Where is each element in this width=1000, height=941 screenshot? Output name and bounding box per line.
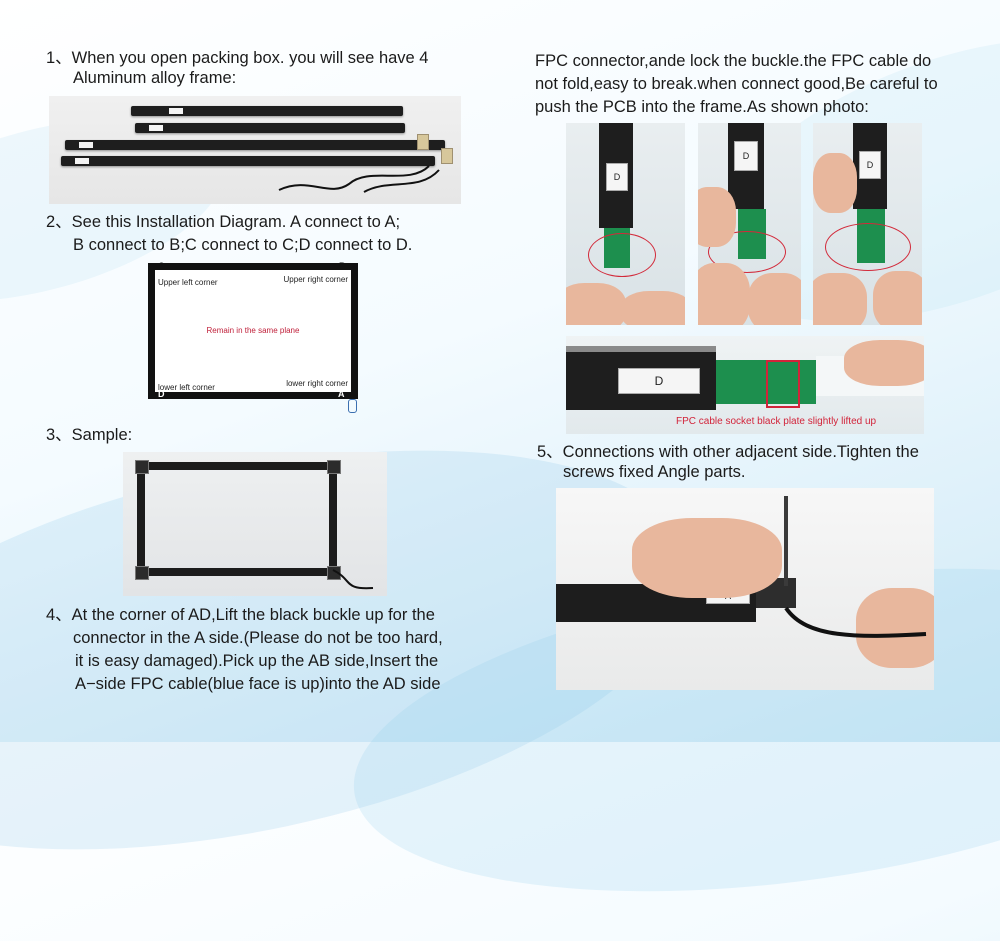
continued-line-3: push the PCB into the frame.As shown pho… [535,98,869,116]
step-1-line-2: Aluminum alloy frame: [73,69,237,87]
diagram-upper-right: Upper right corner [283,275,348,284]
step-2-line-1: 2、See this Installation Diagram. A conne… [46,213,401,231]
step-2-line-2: B connect to B;C connect to C;D connect … [73,236,413,254]
installation-diagram: C B Upper left corner Upper right corner… [148,263,358,399]
step-4-line-2: connector in the A side.(Please do not b… [73,629,443,647]
diagram-bottom-a: A [338,389,345,399]
wide-photo-caption: FPC cable socket black plate slightly li… [676,416,877,427]
step-4-line-4: A−side FPC cable(blue face is up)into th… [75,675,441,693]
diagram-upper-left: Upper left corner [158,278,218,287]
connector-photo-2: D [698,123,801,325]
step-1-line-1: 1、When you open packing box. you will se… [46,49,429,67]
diagram-left-c: C [149,276,156,286]
step-5-line-1: 5、Connections with other adjacent side.T… [537,443,919,461]
diagram-center-note: Remain in the same plane [206,326,300,335]
step-4-line-1: 4、At the corner of AD,Lift the black buc… [46,606,435,624]
cable-connector-icon [348,399,357,413]
photo-3-label: D [859,151,881,179]
connector-photo-1: D [566,123,685,325]
screw-tightening-photo: A [556,488,934,690]
fpc-socket-photo: D FPC cable socket black plate slightly … [566,336,924,434]
diagram-lower-right: lower right corner [286,379,348,388]
continued-line-1: FPC connector,ande lock the buckle.the F… [535,52,932,70]
diagram-bottom-d: D [158,389,165,399]
step-3-label: 3、Sample: [46,426,133,444]
diagram-right-b: B [351,276,358,286]
diagram-lower-left: lower left corner [158,383,215,392]
aluminum-frames-photo [49,96,461,204]
sample-frame-photo [123,452,387,596]
wide-photo-label: D [618,368,700,394]
step-4-line-3: it is easy damaged).Pick up the AB side,… [75,652,439,670]
diagram-right-a: A [351,379,358,389]
photo-2-label: D [734,141,758,171]
continued-line-2: not fold,easy to break.when connect good… [535,75,938,93]
connector-photo-3: D [813,123,922,325]
photo-1-label: D [606,163,628,191]
diagram-left-d: D [149,379,156,389]
step-5-line-2: screws fixed Angle parts. [563,463,746,481]
